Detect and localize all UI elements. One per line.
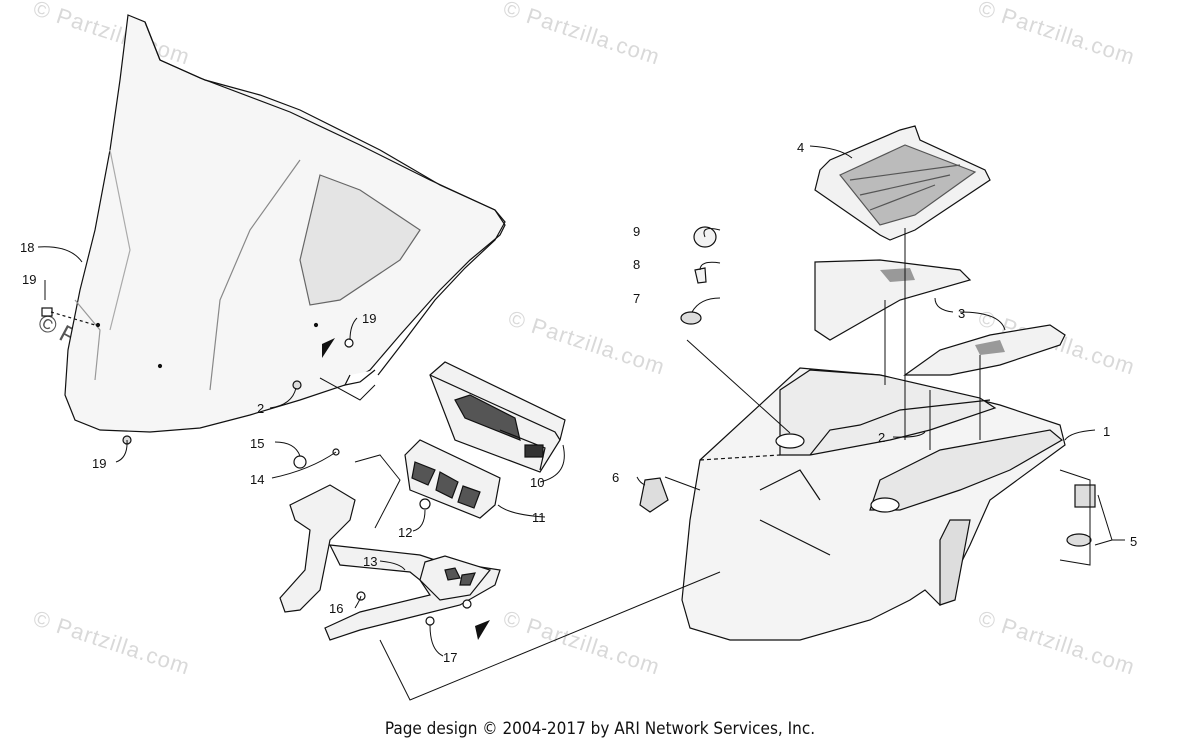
callout-3: 3 [958, 306, 965, 321]
callout-7: 7 [633, 291, 640, 306]
callout-17: 17 [443, 650, 457, 665]
callout-1: 1 [1103, 424, 1110, 439]
mount-brackets-13 [279, 448, 501, 641]
storage-pad-part-4 [814, 125, 991, 241]
callout-14: 14 [250, 472, 264, 487]
callout-11: 11 [532, 510, 546, 525]
callout-8: 8 [633, 257, 640, 272]
callout-15: 15 [250, 436, 264, 451]
windshield-part [64, 14, 506, 433]
callout-16: 16 [329, 601, 343, 616]
leader-lines [37, 145, 1125, 701]
callout-2: 2 [878, 430, 885, 445]
callout-19: 19 [362, 311, 376, 326]
callout-12: 12 [398, 525, 412, 540]
callout-4: 4 [797, 140, 804, 155]
page-footer: Page design © 2004-2017 by ARI Network S… [384, 719, 816, 739]
callout-9: 9 [633, 224, 640, 239]
callout-13: 13 [363, 554, 377, 569]
key-parts-7-8-9 [680, 226, 717, 325]
callout-10: 10 [530, 475, 544, 490]
hood-part-1 [681, 367, 1066, 641]
callout-5: 5 [1130, 534, 1137, 549]
callout-labels: 18 19 19 19 2 15 14 12 10 11 13 16 17 9 … [20, 140, 1137, 665]
gauge-part-10 [429, 361, 566, 473]
panel-parts-3 [814, 259, 1066, 376]
bracket-part-11 [404, 439, 501, 519]
callout-18: 18 [20, 240, 34, 255]
callout-6: 6 [612, 470, 619, 485]
callout-2: 2 [257, 401, 264, 416]
callout-19: 19 [22, 272, 36, 287]
callout-19: 19 [92, 456, 106, 471]
